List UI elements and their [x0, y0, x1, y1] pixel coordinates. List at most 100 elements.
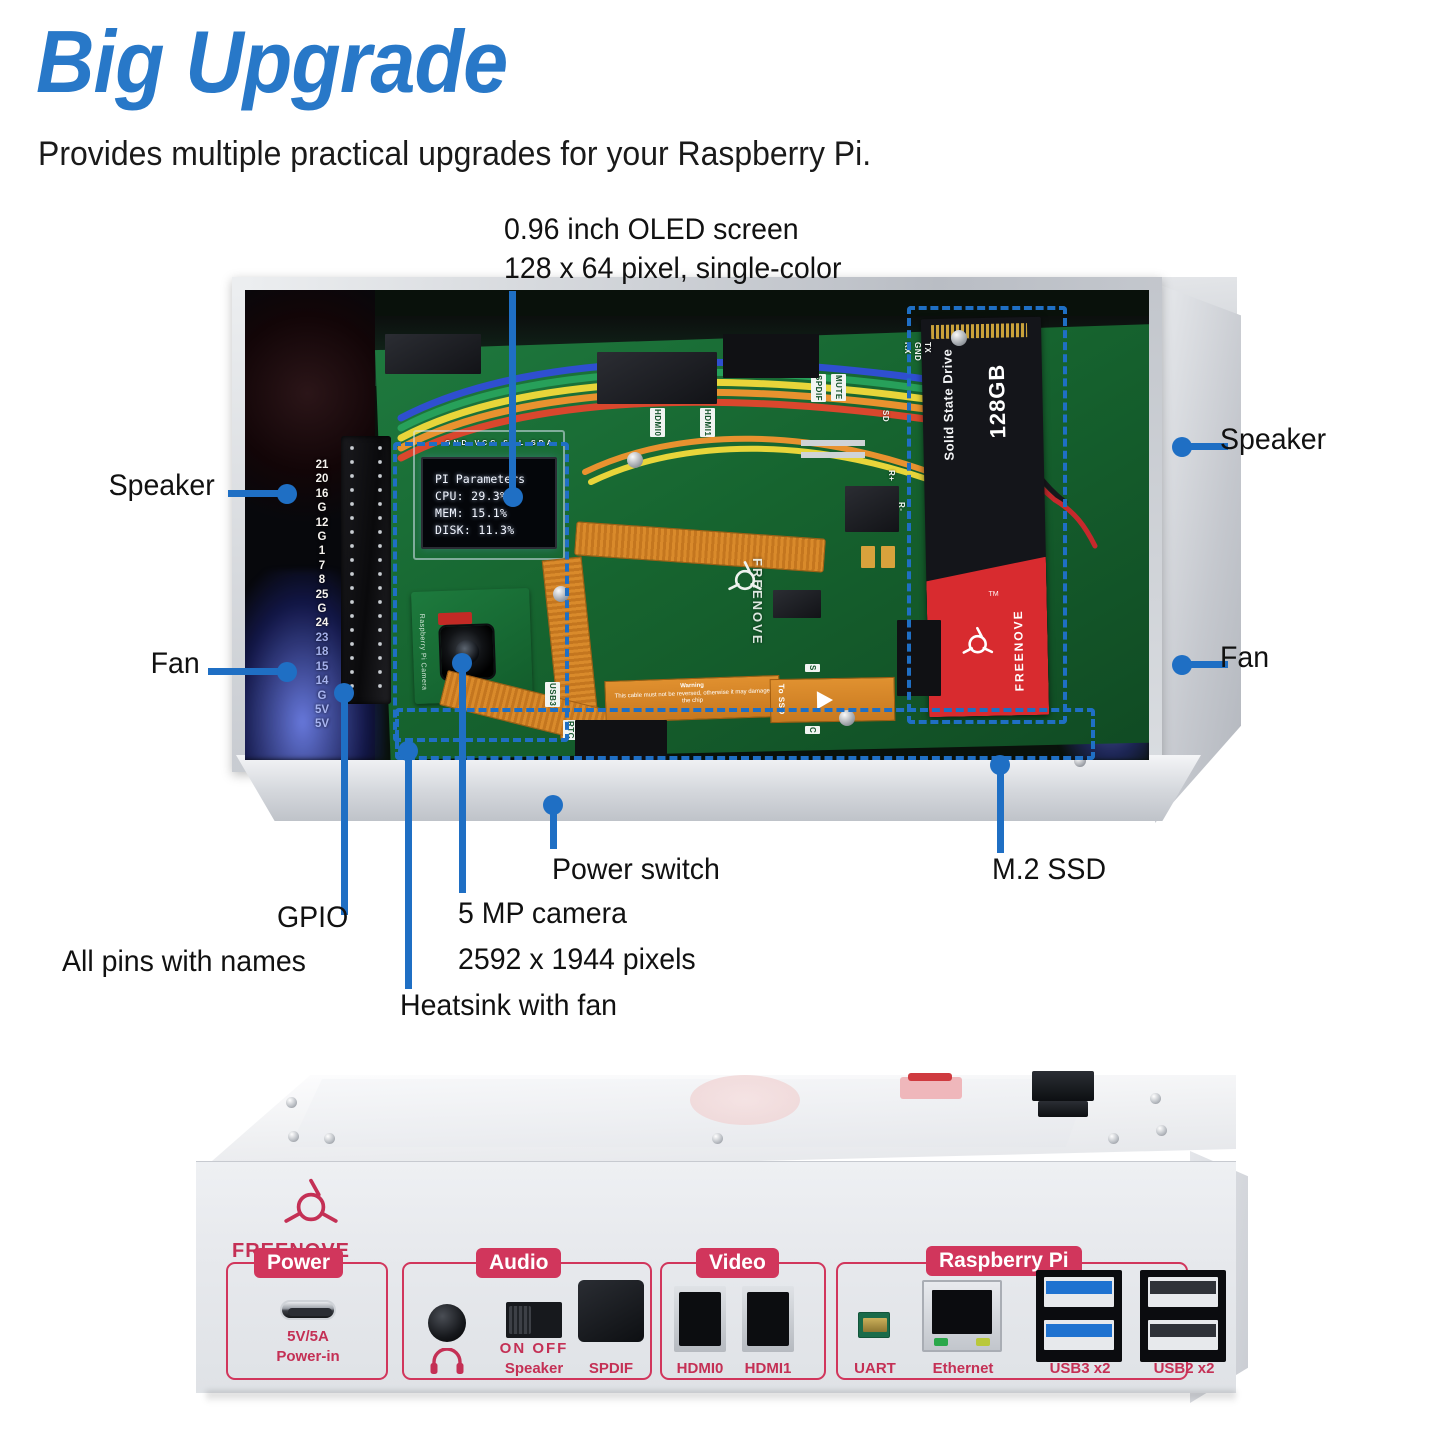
silk-r-minus: R- — [897, 502, 906, 512]
lid-screw — [286, 1097, 297, 1108]
silk-sdd: SD — [881, 410, 890, 423]
oled-disk-value: DISK: 11.3% — [435, 523, 515, 537]
port-label-power-in-line1: 5V/5A — [287, 1328, 329, 1345]
hdmi0-port[interactable] — [674, 1286, 726, 1352]
usb2-port-stack[interactable] — [1140, 1270, 1226, 1362]
to-ssd-label: To SSD — [776, 683, 787, 715]
rear-top-sata-port — [1032, 1071, 1094, 1101]
callout-camera-label: 5 MP camera — [458, 897, 627, 930]
oled-title: PI Parameters — [435, 472, 526, 486]
ethernet-port[interactable] — [922, 1280, 1002, 1352]
spdif-optical-port[interactable] — [578, 1280, 644, 1342]
callout-heatsink-label: Heatsink with fan — [400, 989, 618, 1022]
callout-speaker-left-leader — [228, 490, 290, 497]
callout-gpio-sublabel: All pins with names — [62, 945, 306, 978]
ssd-tm-mark: TM — [988, 590, 999, 598]
callout-power-switch-label: Power switch — [552, 853, 720, 886]
flex-warning-title: Warning — [680, 682, 705, 690]
flex-cable-warning-label: Warning This cable must not be reversed,… — [604, 674, 781, 724]
flex-warning-body: This cable must not be reversed, otherwi… — [614, 687, 771, 705]
pcb-chip — [597, 352, 717, 404]
headphone-jack-port[interactable] — [428, 1304, 466, 1342]
gpio-header-connector — [341, 436, 391, 704]
case-right-side-panel — [1155, 283, 1241, 823]
pcb-mount-hole — [627, 452, 643, 468]
rear-top-red-button — [908, 1073, 952, 1081]
speaker-power-switch[interactable] — [506, 1302, 562, 1338]
m2-ssd-module: Solid State Drive 128GB TM FREENOVE — [920, 316, 1050, 718]
case-bottom-rail — [236, 755, 1201, 821]
pcb-connector — [575, 720, 667, 760]
uart-port[interactable] — [858, 1312, 890, 1338]
silk-tx: TX — [923, 342, 932, 354]
camera-silkscreen: Raspberry Pi Camera — [417, 613, 428, 691]
pcb-mount-hole — [839, 710, 855, 726]
callout-m2-ssd-leader — [997, 765, 1004, 853]
ethernet-led-right — [976, 1338, 990, 1346]
port-label-spdif: SPDIF — [588, 1360, 634, 1377]
oled-pin-labels: GND VCC SCL SDA — [445, 440, 555, 447]
callout-fan-right-label: Fan — [1220, 641, 1270, 674]
ssd-capacity-label: 128GB — [983, 363, 1011, 439]
rear-panel-shadow — [206, 1391, 1236, 1403]
hdmi1-port[interactable] — [742, 1286, 794, 1352]
callout-oled-leader — [509, 291, 516, 495]
silk-spdif: SPDIF — [811, 374, 826, 403]
pcb-freenove-logo-icon — [728, 561, 762, 591]
silk-hdmi1: HDMI1 — [700, 408, 715, 438]
group-tag-video: Video — [696, 1248, 779, 1278]
silk-rx: RX — [903, 342, 912, 355]
ssd-type-label: Solid State Drive — [939, 348, 957, 461]
usb3-port-stack[interactable] — [1036, 1270, 1122, 1362]
ssd-gold-fingers — [930, 323, 1028, 340]
port-label-hdmi0: HDMI0 — [676, 1360, 724, 1377]
callout-fan-right-dot — [1172, 655, 1192, 675]
pcb-pad — [801, 452, 865, 458]
callout-gpio-label: GPIO — [277, 901, 349, 934]
pcb-chip — [773, 590, 821, 618]
callout-fan-right-leader — [1186, 661, 1228, 668]
callout-speaker-right-leader — [1186, 443, 1228, 450]
callout-speaker-left-label: Speaker — [108, 469, 215, 502]
page-title: Big Upgrade — [36, 12, 508, 111]
to-ssd-flex-connector: To SSD — [769, 676, 896, 724]
port-label-power-in-line2: Power-in — [276, 1348, 340, 1365]
port-label-speaker: Speaker — [504, 1360, 564, 1377]
callout-gpio-leader — [341, 693, 348, 915]
to-ssd-arrow-icon — [816, 690, 834, 710]
callout-fan-left-dot — [277, 662, 297, 682]
callout-fan-left-label: Fan — [150, 647, 200, 680]
usb3-slot-top — [1044, 1277, 1114, 1307]
callout-speaker-right-dot — [1172, 437, 1192, 457]
page-subtitle: Provides multiple practical upgrades for… — [38, 135, 872, 173]
rear-top-fan-blur — [690, 1075, 800, 1125]
rear-panel-face: FREENOVE Power 5V/5A Power-in Audio ON O… — [196, 1161, 1236, 1393]
ethernet-led-left — [934, 1338, 948, 1346]
pcb-mount-hole — [951, 330, 967, 346]
lid-screw — [1156, 1125, 1167, 1136]
pcb-chip — [385, 334, 481, 374]
rear-top-pink-button — [900, 1077, 962, 1099]
pcb-connector — [723, 334, 819, 378]
usb2-slot-top — [1148, 1277, 1218, 1307]
callout-fan-left-leader — [208, 668, 290, 675]
port-label-uart: UART — [854, 1360, 896, 1377]
pcb-connector — [897, 620, 941, 696]
silk-gnd: GND — [913, 342, 922, 362]
lid-screw — [1150, 1093, 1161, 1104]
usb-c-power-port[interactable] — [280, 1300, 336, 1320]
lid-screw — [712, 1133, 723, 1144]
headphone-icon — [430, 1348, 464, 1374]
group-tag-power: Power — [254, 1248, 344, 1278]
callout-power-switch-leader — [550, 805, 557, 849]
port-label-usb2: USB2 x2 — [1153, 1360, 1215, 1377]
pcb-capacitor — [881, 546, 895, 568]
callout-m2-ssd-label: M.2 SSD — [992, 853, 1107, 886]
port-label-speaker-states: ON OFF — [499, 1340, 569, 1357]
callout-speaker-left-dot — [277, 484, 297, 504]
silk-mute: MUTE — [831, 374, 846, 401]
callout-camera-leader — [459, 663, 466, 893]
rear-case-top-inner — [290, 1079, 1090, 1147]
